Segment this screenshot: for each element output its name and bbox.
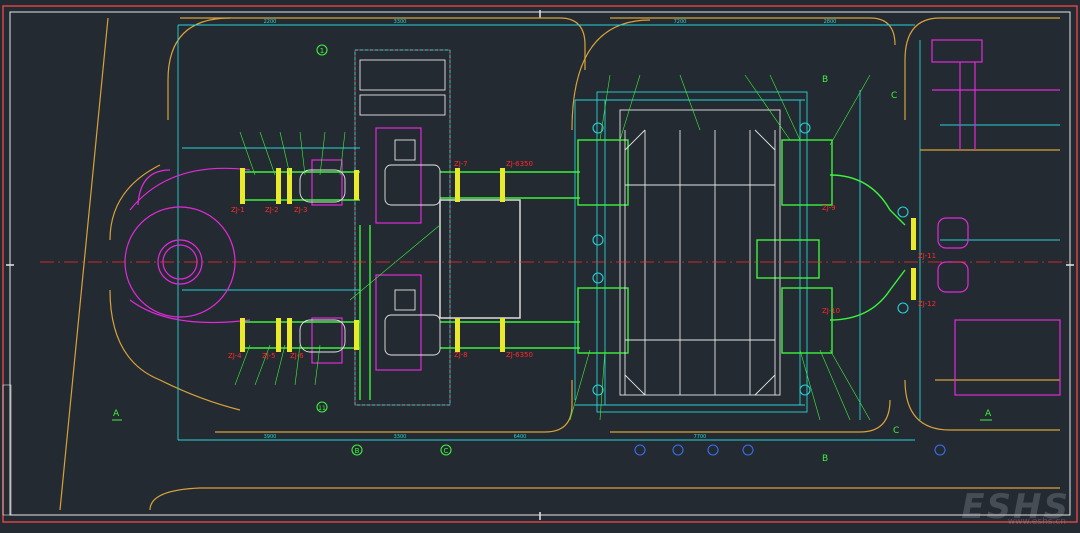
connector-labels: ZJ-1 ZJ-2 ZJ-3 ZJ-4 ZJ-5 ZJ-6 ZJ-7 ZJ-8 …	[228, 160, 936, 360]
dim-top-left: 2200	[264, 19, 277, 25]
grid-label-top: 1	[320, 47, 324, 55]
label-pipe-lower: ZJ-6350	[506, 351, 533, 359]
dim-bottom-mid: 3300	[394, 434, 407, 440]
section-marks: A A B B C C	[113, 75, 992, 464]
road-boundaries	[59, 17, 1060, 511]
section-mark-a-left: A	[113, 409, 120, 419]
watermark-url: www.eshs.cn	[1007, 517, 1066, 527]
label-zj8: ZJ-8	[454, 351, 468, 359]
dimension-labels: 2200 3300 7200 2800 3900 3300 6400 7700	[264, 19, 837, 440]
label-zj6: ZJ-6	[290, 352, 304, 360]
label-zj7: ZJ-7	[454, 160, 468, 168]
dim-bottom-right: 7700	[694, 434, 707, 440]
label-zj5: ZJ-5	[262, 352, 276, 360]
grid-label-bottom: 11	[318, 405, 326, 412]
watermark-logo: ESHS	[961, 487, 1070, 527]
label-pipe-upper: ZJ-6350	[506, 160, 533, 168]
dim-bottom-left: 3900	[264, 434, 277, 440]
grid-bubble-bottom	[316, 401, 328, 413]
section-mark-c-top: C	[891, 91, 897, 101]
equipment-magenta	[124, 39, 1061, 396]
label-zj12: ZJ-12	[918, 300, 936, 308]
title-strip	[2, 384, 12, 516]
leader-lines	[234, 74, 871, 421]
label-zj10: ZJ-10	[822, 307, 840, 315]
grid-label-b: B	[355, 447, 360, 455]
grid-bubble-top	[316, 44, 328, 56]
section-mark-b-bottom: B	[822, 454, 828, 464]
dim-top-right: 7200	[674, 19, 687, 25]
equipment-white	[299, 59, 776, 396]
label-zj4: ZJ-4	[228, 352, 242, 360]
label-zj11: ZJ-11	[918, 252, 936, 260]
grid-bubble-b	[351, 444, 363, 456]
building-outlines	[177, 24, 1060, 441]
label-zj3: ZJ-3	[294, 206, 308, 214]
grid-bubble-c	[440, 444, 452, 456]
section-mark-a-right: A	[985, 409, 992, 419]
grid-bubbles	[592, 122, 946, 456]
label-zj1: ZJ-1	[231, 206, 245, 214]
dim-bottom-mid2: 6400	[514, 434, 527, 440]
section-mark-b-top: B	[822, 75, 828, 85]
dim-top-mid: 3300	[394, 19, 407, 25]
grid-label-c: C	[444, 447, 449, 455]
flanges-yellow	[240, 168, 916, 352]
dim-top-far: 2800	[824, 19, 837, 25]
label-zj9: ZJ-9	[822, 204, 836, 212]
label-zj2: ZJ-2	[265, 206, 279, 214]
outer-frame	[2, 5, 1078, 523]
section-mark-c-bottom: C	[893, 426, 899, 436]
